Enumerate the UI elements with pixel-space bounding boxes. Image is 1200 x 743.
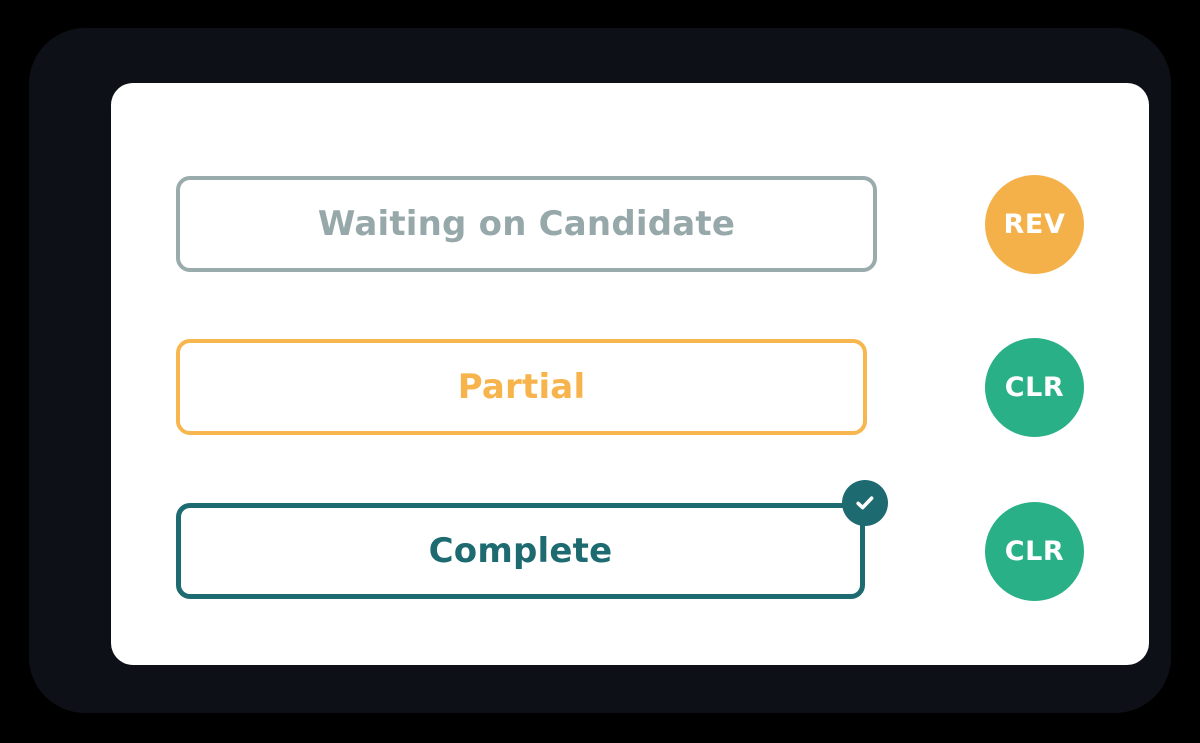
content-panel: Waiting on Candidate REV Partial CLR <box>111 83 1149 665</box>
status-card-waiting[interactable]: Waiting on Candidate <box>176 176 877 272</box>
status-rows-list: Waiting on Candidate REV Partial CLR <box>111 83 1149 665</box>
check-icon <box>842 480 888 526</box>
code-badge-label: REV <box>1003 208 1066 240</box>
status-card-partial[interactable]: Partial <box>176 339 867 435</box>
status-row: Waiting on Candidate REV <box>176 174 1084 274</box>
code-badge-rev[interactable]: REV <box>985 174 1084 274</box>
code-badge-label: CLR <box>1004 535 1065 567</box>
status-card-wrapper: Waiting on Candidate <box>176 176 877 272</box>
code-badge-label: CLR <box>1004 371 1065 403</box>
code-badge-clr[interactable]: CLR <box>985 501 1084 601</box>
status-card-wrapper: Complete <box>176 480 888 599</box>
status-row: Partial CLR <box>176 337 1084 437</box>
status-card-wrapper: Partial <box>176 339 867 435</box>
status-card-label: Waiting on Candidate <box>317 204 736 244</box>
status-card-label: Partial <box>457 367 586 407</box>
status-card-complete[interactable]: Complete <box>176 503 865 599</box>
status-row: Complete CLR <box>176 480 1084 601</box>
device-frame: Waiting on Candidate REV Partial CLR <box>29 28 1171 713</box>
status-card-label: Complete <box>428 531 613 571</box>
code-badge-clr[interactable]: CLR <box>985 337 1084 437</box>
